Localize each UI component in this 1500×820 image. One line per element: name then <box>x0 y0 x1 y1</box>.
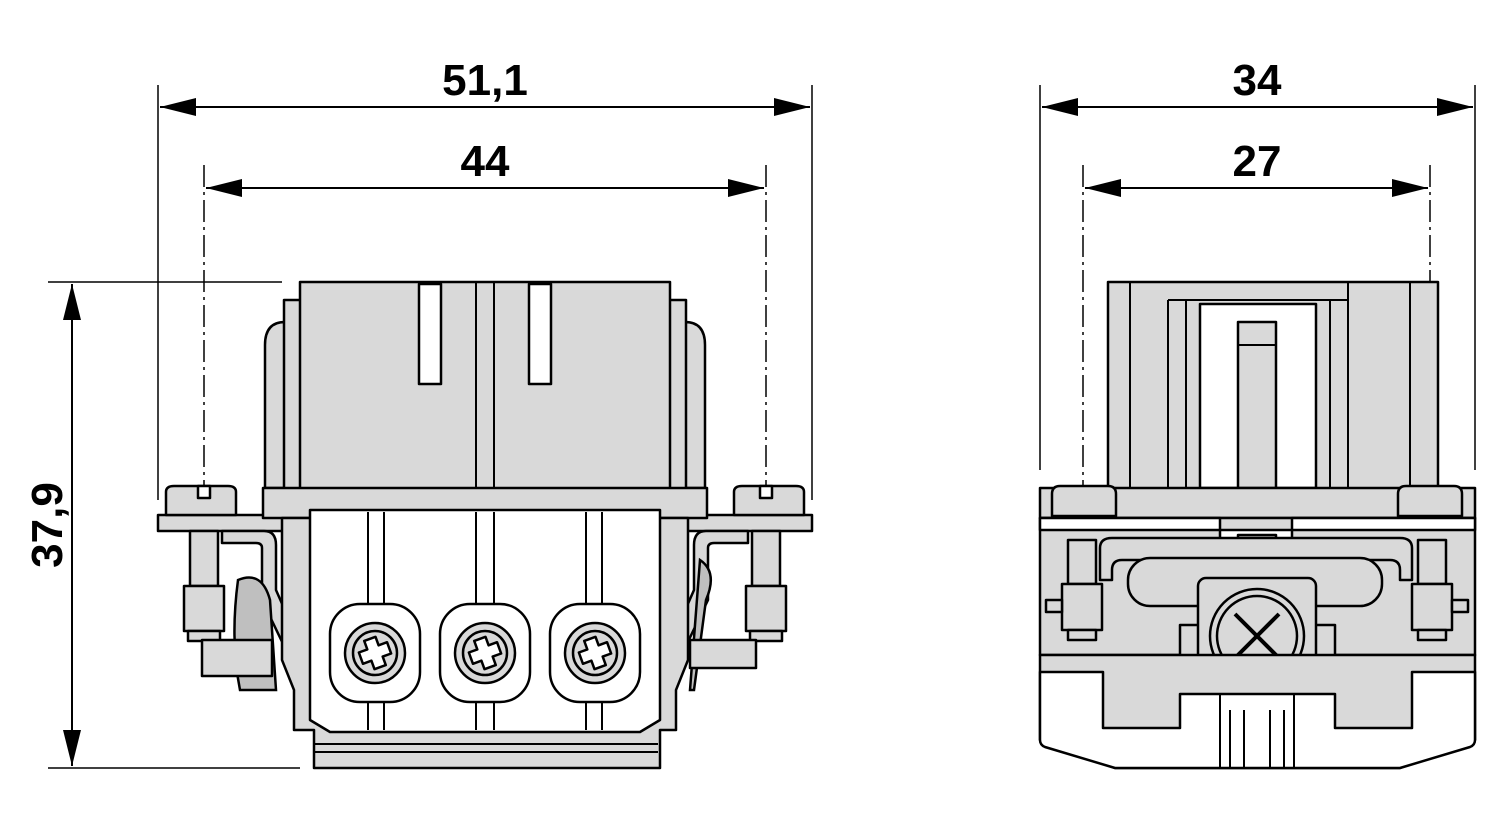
dimension-label-51-1: 51,1 <box>442 56 528 105</box>
side-view: 34 27 <box>1038 56 1477 770</box>
dimension-label-37-9: 37,9 <box>23 482 72 568</box>
dimension-height: 37,9 <box>23 284 81 766</box>
dimension-label-44: 44 <box>461 137 510 186</box>
terminal-screw-3 <box>548 602 642 704</box>
dimension-side-overall-width: 34 <box>1042 56 1473 116</box>
front-view: 51,1 44 37,9 <box>23 56 814 770</box>
dimension-mount-width: 44 <box>206 137 764 197</box>
terminal-screw-1 <box>328 602 422 704</box>
dimension-label-34: 34 <box>1233 56 1282 105</box>
terminal-screw-2 <box>438 602 532 704</box>
dimension-side-mount-width: 27 <box>1085 137 1428 197</box>
dimension-overall-width: 51,1 <box>160 56 810 116</box>
dimension-label-27: 27 <box>1233 137 1282 186</box>
